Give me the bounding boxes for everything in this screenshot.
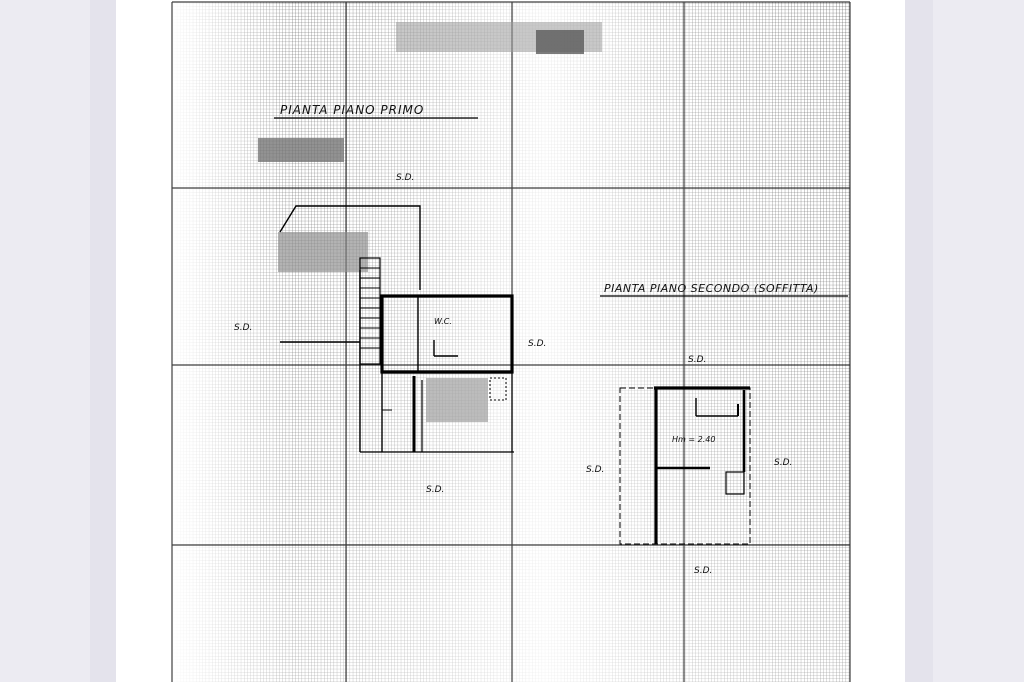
height-label: Hm = 2.40: [672, 435, 715, 444]
sd-label: S.D.: [396, 173, 414, 183]
sd-label: S.D.: [586, 465, 604, 475]
second-floor-plan: [619, 386, 751, 545]
left-margin-band: [90, 0, 116, 682]
redacted-block: [426, 378, 488, 422]
sd-label: S.D.: [528, 339, 546, 349]
sd-label: S.D.: [694, 566, 712, 576]
redacted-block: [536, 30, 584, 54]
sd-label: S.D.: [688, 355, 706, 365]
window-mark: [489, 377, 507, 401]
right-margin-band: [905, 0, 933, 682]
redacted-block: [278, 232, 368, 272]
sd-labels: S.D. S.D. S.D. S.D. S.D. S.D. S.D. S.D.: [234, 173, 792, 576]
first-floor-plan: [279, 205, 514, 453]
second-floor-title: PIANTA PIANO SECONDO (SOFFITTA): [604, 282, 819, 295]
stair-treads: [360, 267, 380, 349]
first-floor-title: PIANTA PIANO PRIMO: [280, 103, 424, 117]
sd-label: S.D.: [234, 323, 252, 333]
redacted-block: [258, 138, 344, 162]
terrace-outline: [279, 205, 421, 290]
wc-label: W.C.: [434, 317, 452, 326]
staircase: [359, 257, 381, 365]
attic-closet: [725, 471, 745, 495]
sd-label: S.D.: [426, 485, 444, 495]
sd-label: S.D.: [774, 458, 792, 468]
scanned-floor-plan: PIANTA PIANO PRIMO PIANTA PIANO SECONDO …: [164, 0, 854, 682]
